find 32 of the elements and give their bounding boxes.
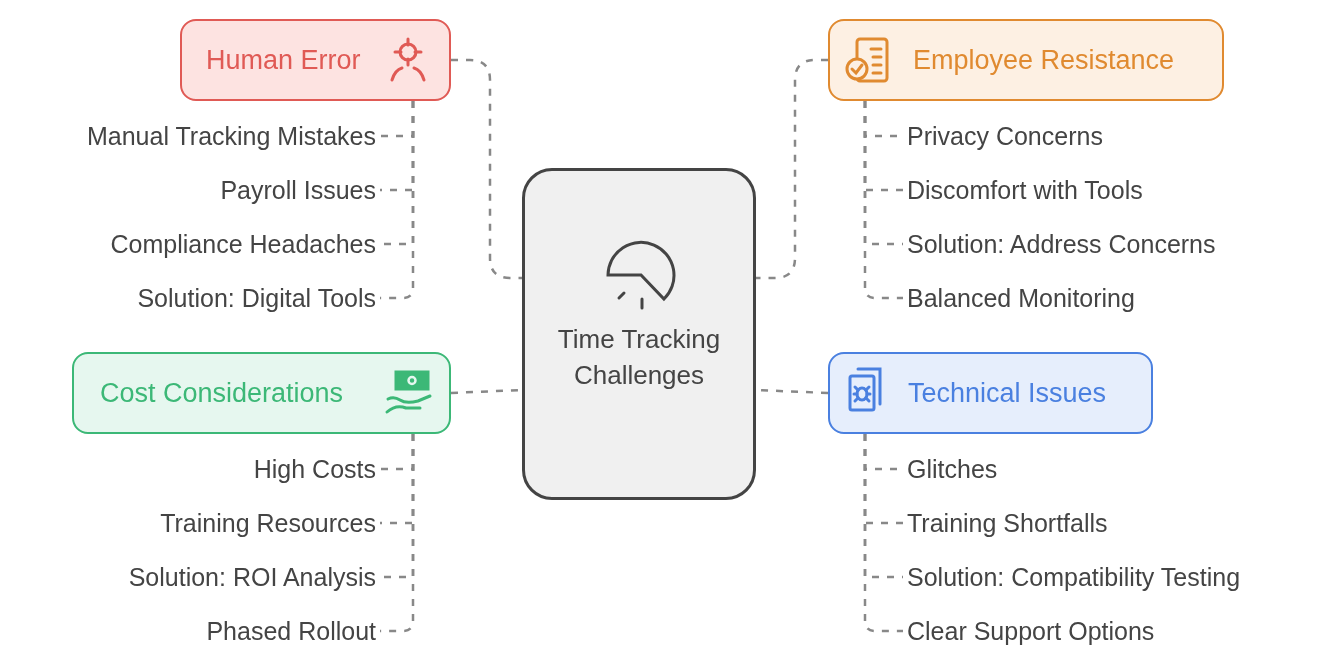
dashed-connector <box>380 101 415 300</box>
item-text: Phased Rollout <box>202 615 380 647</box>
item-text: High Costs <box>249 453 380 485</box>
center-box <box>522 168 756 500</box>
dashed-connector <box>451 58 522 280</box>
category-box <box>828 19 1224 101</box>
item-text: Solution: Digital Tools <box>133 282 380 314</box>
item-text: Solution: ROI Analysis <box>124 561 380 593</box>
item-text: Training Shortfalls <box>903 507 1112 539</box>
category-title: Technical Issues <box>908 377 1107 409</box>
item-text: Clear Support Options <box>903 615 1159 647</box>
item-text: Balanced Monitoring <box>903 282 1139 314</box>
category-title: Cost Considerations <box>100 377 344 409</box>
item-text: Privacy Concerns <box>903 120 1107 152</box>
category-title: Human Error <box>206 44 361 76</box>
item-text: Discomfort with Tools <box>903 174 1147 206</box>
item-text: Solution: Compatibility Testing <box>903 561 1245 593</box>
dashed-connector <box>756 58 828 280</box>
category-title: Employee Resistance <box>913 44 1175 76</box>
category-box <box>72 352 451 434</box>
center-title: Time Tracking Challenges <box>556 323 722 392</box>
item-text: Training Resources <box>156 507 380 539</box>
dashed-connector <box>863 101 903 300</box>
item-text: Glitches <box>903 453 1002 485</box>
dashed-connector <box>863 434 903 633</box>
item-text: Compliance Headaches <box>106 228 380 260</box>
item-text: Manual Tracking Mistakes <box>83 120 380 152</box>
category-box <box>180 19 451 101</box>
dashed-connector <box>380 434 415 633</box>
item-text: Payroll Issues <box>216 174 380 206</box>
item-text: Solution: Address Concerns <box>903 228 1220 260</box>
category-box <box>828 352 1153 434</box>
